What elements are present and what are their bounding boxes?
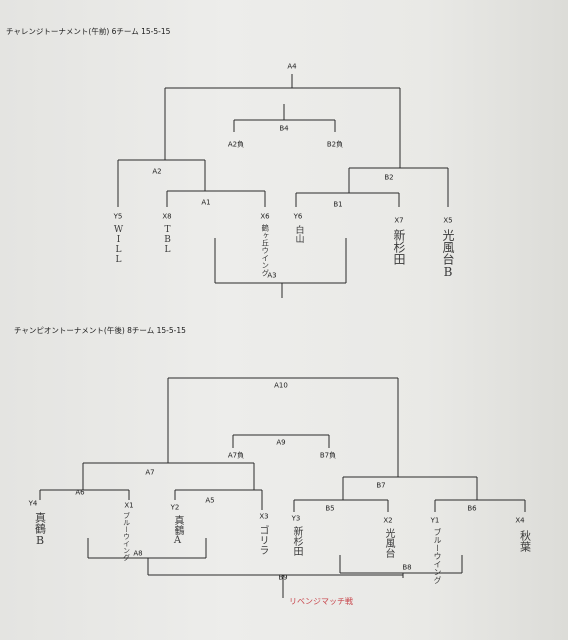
match-label-b7-loser: B7負 (319, 451, 337, 460)
team-name-handwritten: 秋葉 (518, 530, 532, 552)
team-seed: X2 (383, 516, 393, 525)
bracket-b4-line (233, 104, 336, 132)
team-name-handwritten: 新杉田 (291, 526, 302, 556)
team-seed: X4 (515, 516, 525, 525)
bracket-a4-line (164, 74, 401, 168)
team-name-handwritten: 新杉田 (392, 229, 406, 265)
match-label-b8: B8 (402, 563, 412, 572)
bracket-b8-line (339, 555, 463, 578)
match-label-a2-loser: A2負 (227, 140, 245, 149)
team-name-handwritten: ブルーウイング (122, 512, 131, 561)
match-label-a1: A1 (201, 198, 211, 207)
afternoon-title: チャンピオントーナメント(午後) 8チーム 15-5-15 (14, 326, 186, 335)
team-seed: X7 (394, 216, 404, 225)
team-name-handwritten: TBL (162, 225, 173, 255)
team-seed: X8 (162, 212, 172, 221)
team-seed: X3 (259, 512, 269, 521)
bracket-a10-line (167, 377, 399, 477)
team-name-handwritten: 光風台B (441, 229, 455, 279)
match-label-b6: B6 (467, 504, 477, 513)
match-label-b4: B4 (279, 124, 289, 133)
team-seed: Y6 (293, 212, 303, 221)
match-label-b2-loser: B2負 (326, 140, 344, 149)
match-label-a3: A3 (267, 271, 277, 280)
team-name-handwritten: 真鶴B (33, 512, 47, 547)
team-name-handwritten: ブルーウイング (433, 528, 442, 584)
bracket-b5-line (293, 499, 389, 512)
bracket-b6-line (434, 499, 526, 512)
match-label-a2: A2 (152, 167, 162, 176)
match-label-b9: B9 (278, 573, 288, 582)
team-seed: X5 (443, 216, 453, 225)
bracket-a7-line (82, 462, 255, 490)
bracket-a9-line (232, 434, 330, 448)
bracket-b9-line (148, 574, 403, 598)
team-seed: Y4 (28, 499, 38, 508)
team-name-handwritten: ゴリラ (257, 525, 268, 555)
team-seed: Y1 (430, 516, 440, 525)
bracket-a1-line (166, 190, 266, 207)
revenge-match-note: リベンジマッチ戦 (289, 597, 353, 606)
bracket-b7-line (342, 476, 478, 500)
bracket-a3-line (214, 238, 347, 298)
match-label-a7-loser: A7負 (227, 451, 245, 460)
match-label-b5: B5 (325, 504, 335, 513)
team-name-handwritten: 真鶴A (172, 515, 183, 546)
team-seed: Y5 (113, 212, 123, 221)
match-label-a5: A5 (205, 496, 215, 505)
team-seed: Y2 (170, 503, 180, 512)
match-label-a8: A8 (133, 549, 143, 558)
match-label-a10: A10 (274, 381, 288, 390)
team-seed: X1 (124, 501, 134, 510)
match-label-b1: B1 (333, 200, 343, 209)
match-label-a6: A6 (75, 488, 85, 497)
team-seed: Y3 (291, 514, 301, 523)
team-name-handwritten: WILL (113, 225, 124, 265)
team-name-handwritten: 白山 (293, 225, 304, 243)
team-seed: X6 (260, 212, 270, 221)
team-name-handwritten: 鶴ヶ丘ウイング (260, 224, 270, 277)
match-label-b7: B7 (376, 481, 386, 490)
bracket-a2-line (117, 159, 206, 207)
bracket-b2-line (348, 167, 449, 207)
match-label-b2: B2 (384, 173, 394, 182)
team-name-handwritten: 光風台 (383, 528, 394, 558)
match-label-a9: A9 (276, 438, 286, 447)
match-label-a7: A7 (145, 468, 155, 477)
morning-title: チャレンジトーナメント(午前) 6チーム 15-5-15 (6, 27, 171, 36)
bracket-a8-line (87, 538, 207, 575)
bracket-a5-line (174, 489, 263, 510)
bracket-a6-line (39, 489, 130, 500)
bracket-b1-line (295, 192, 400, 207)
match-label-a4: A4 (287, 62, 297, 71)
